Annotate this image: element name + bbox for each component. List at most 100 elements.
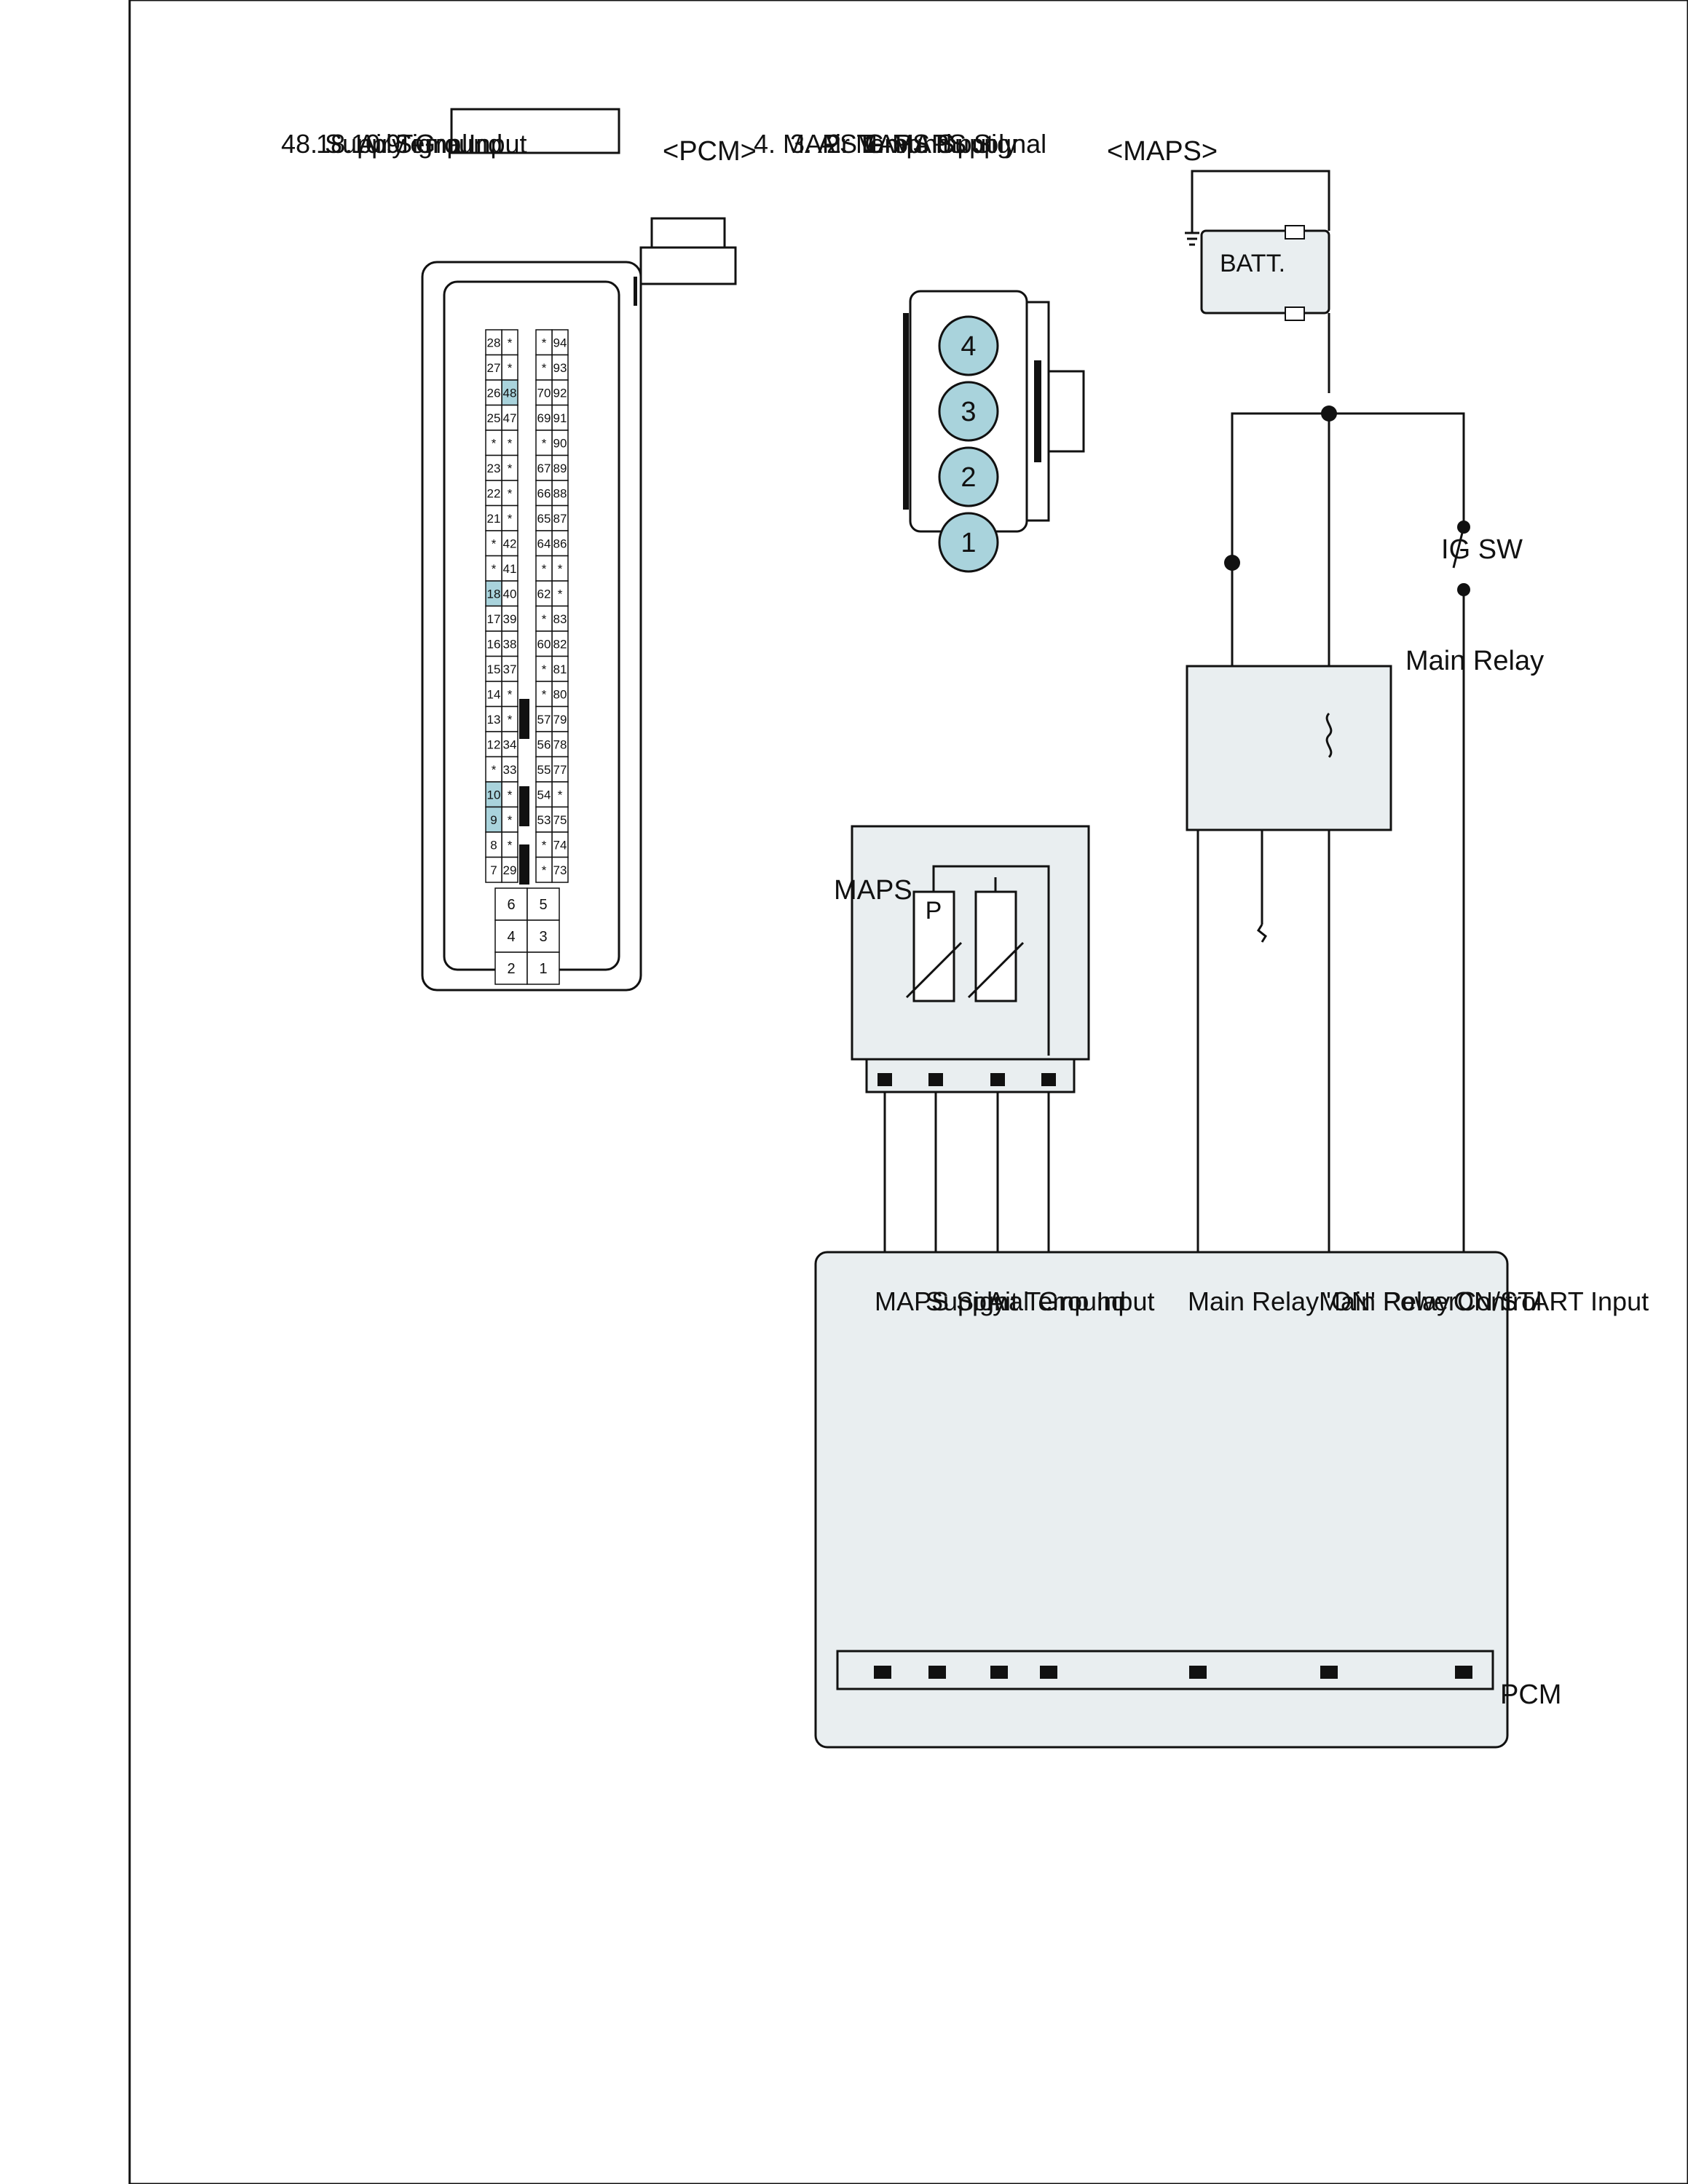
- pcm-pin-label: Supply: [926, 1286, 1006, 1316]
- pcm-grid-label: *: [508, 838, 513, 852]
- pcm-grid-label: 23: [487, 462, 501, 475]
- pcm-grid-label: *: [508, 713, 513, 727]
- pcm-grid-label: 67: [537, 462, 551, 475]
- pcm-box: PCM: [814, 1251, 1561, 1749]
- pcm-grid-label: 37: [503, 662, 517, 676]
- pcm-small-cell: [526, 951, 560, 985]
- pcm-grid-label: 17: [487, 612, 501, 626]
- pcm-grid-label: *: [558, 788, 563, 802]
- pcm-pin-label: Ground: [1038, 1286, 1126, 1316]
- pcm-grid-label: 88: [553, 486, 567, 500]
- maps-legend-item: 2. MAPS Supply: [827, 129, 1017, 159]
- maps-pin-circle: [938, 512, 999, 573]
- pcm-small-label: 1: [539, 961, 547, 977]
- pcm-grid-label: 70: [537, 386, 551, 400]
- pcm-grid-label: 54: [537, 788, 551, 802]
- maps-legend-item: 1. MAPS Signal: [863, 129, 1046, 159]
- pcm-pin-label: Ait Temp Input: [987, 1286, 1154, 1316]
- pcm-grid-label: 65: [537, 512, 551, 526]
- pcm-pin-label: ON/START Input: [1454, 1286, 1649, 1316]
- pcm-grid-label: 93: [553, 361, 567, 375]
- pcm-grid-label: *: [542, 662, 547, 676]
- maps-component-label: MAPS: [834, 875, 912, 906]
- pcm-grid-label: 83: [553, 612, 567, 626]
- pcm-small-label: 5: [539, 897, 547, 913]
- pcm-grid-tab: [519, 844, 529, 885]
- pcm-grid-label: 75: [553, 813, 567, 827]
- maps-pin-number: 2: [961, 462, 976, 493]
- battery-label: BATT.: [1220, 250, 1285, 277]
- pcm-pin-label: MAPS Signal: [875, 1286, 1029, 1316]
- pcm-grid-label: *: [508, 512, 513, 526]
- pcm-grid-label: *: [508, 687, 513, 701]
- pcm-grid-label: *: [542, 361, 547, 375]
- pcm-grid-label: 48: [503, 386, 517, 400]
- pcm-grid-label: *: [558, 562, 563, 576]
- pcm-grid-label: 27: [487, 361, 501, 375]
- pcm-grid-label: *: [508, 462, 513, 475]
- pcm-grid-label: *: [508, 336, 513, 349]
- ig-sw-label: IG SW: [1441, 534, 1523, 565]
- pcm-grid-label: *: [508, 486, 513, 500]
- pcm-grid-label: 8: [490, 838, 497, 852]
- maps-pin-circle: [938, 315, 999, 376]
- pcm-grid-tab: [519, 699, 529, 739]
- pcm-grid-label: *: [542, 562, 547, 576]
- pcm-grid-label: 53: [537, 813, 551, 827]
- pcm-connector-title: <PCM>: [663, 136, 757, 167]
- pcm-pin-label: Main Relay Control: [1319, 1286, 1542, 1316]
- pcm-grid-label: 9: [490, 813, 497, 827]
- pcm-small-label: 2: [507, 961, 515, 977]
- maps-connector-pins: 4 3 2 1: [938, 315, 999, 573]
- maps-legend-item: 3. Air Temp. Input: [790, 129, 994, 159]
- pcm-grid-label: *: [508, 361, 513, 375]
- maps-sensor: P MAPS: [834, 825, 1090, 1093]
- pcm-grid-label: 10: [487, 788, 501, 802]
- pcm-grid-label: 40: [503, 587, 517, 601]
- pcm-grid-label: *: [542, 336, 547, 349]
- pcm-legend-item: 18. Air Temp.Input: [316, 129, 527, 159]
- pcm-grid-label: 47: [503, 411, 517, 425]
- pcm-grid-label: *: [542, 863, 547, 877]
- pcm-grid-label: 21: [487, 512, 501, 526]
- pcm-grid-label: 92: [553, 386, 567, 400]
- pcm-grid-label: 22: [487, 486, 501, 500]
- pcm-legend-item: 10. Signal: [351, 129, 468, 159]
- pcm-grid-label: *: [508, 788, 513, 802]
- pcm-grid-label: *: [542, 436, 547, 450]
- pcm-small-label: 4: [507, 929, 515, 945]
- pcm-grid-label: 87: [553, 512, 567, 526]
- pcm-grid-label: 94: [553, 336, 567, 349]
- pcm-grid-label: 14: [487, 687, 501, 701]
- maps-p-label: P: [926, 897, 942, 925]
- pcm-grid-label: 25: [487, 411, 501, 425]
- pcm-grid-label: *: [542, 687, 547, 701]
- maps-pin-number: 3: [961, 397, 976, 427]
- page-frame: [128, 0, 1688, 2184]
- pcm-grid-label: 69: [537, 411, 551, 425]
- maps-pin-number: 4: [961, 331, 976, 362]
- maps-pin-circle: [938, 381, 999, 442]
- pcm-grid-label: 13: [487, 713, 501, 727]
- pcm-grid-label: 80: [553, 687, 567, 701]
- pcm-grid-label: 81: [553, 662, 567, 676]
- pcm-connector-grid: 949392919089888786**83828180797877*75747…: [485, 329, 569, 985]
- pcm-grid-label: 91: [553, 411, 567, 425]
- pcm-grid-label: 82: [553, 637, 567, 651]
- pcm-grid-label: 64: [537, 537, 551, 550]
- pcm-legend-item: 48. Supply: [281, 129, 405, 159]
- pcm-legend-item: 9. Ground: [386, 129, 502, 159]
- pcm-grid-label: *: [558, 587, 563, 601]
- pcm-grid-label: 15: [487, 662, 501, 676]
- pcm-connector: [421, 108, 737, 992]
- maps-pin-number: 1: [961, 528, 976, 558]
- main-relay-label: Main Relay: [1405, 646, 1544, 676]
- main-relay: Main Relay: [1186, 646, 1544, 831]
- pcm-grid-label: *: [492, 436, 497, 450]
- pcm-grid-label: 86: [553, 537, 567, 550]
- pcm-grid-label: 60: [537, 637, 551, 651]
